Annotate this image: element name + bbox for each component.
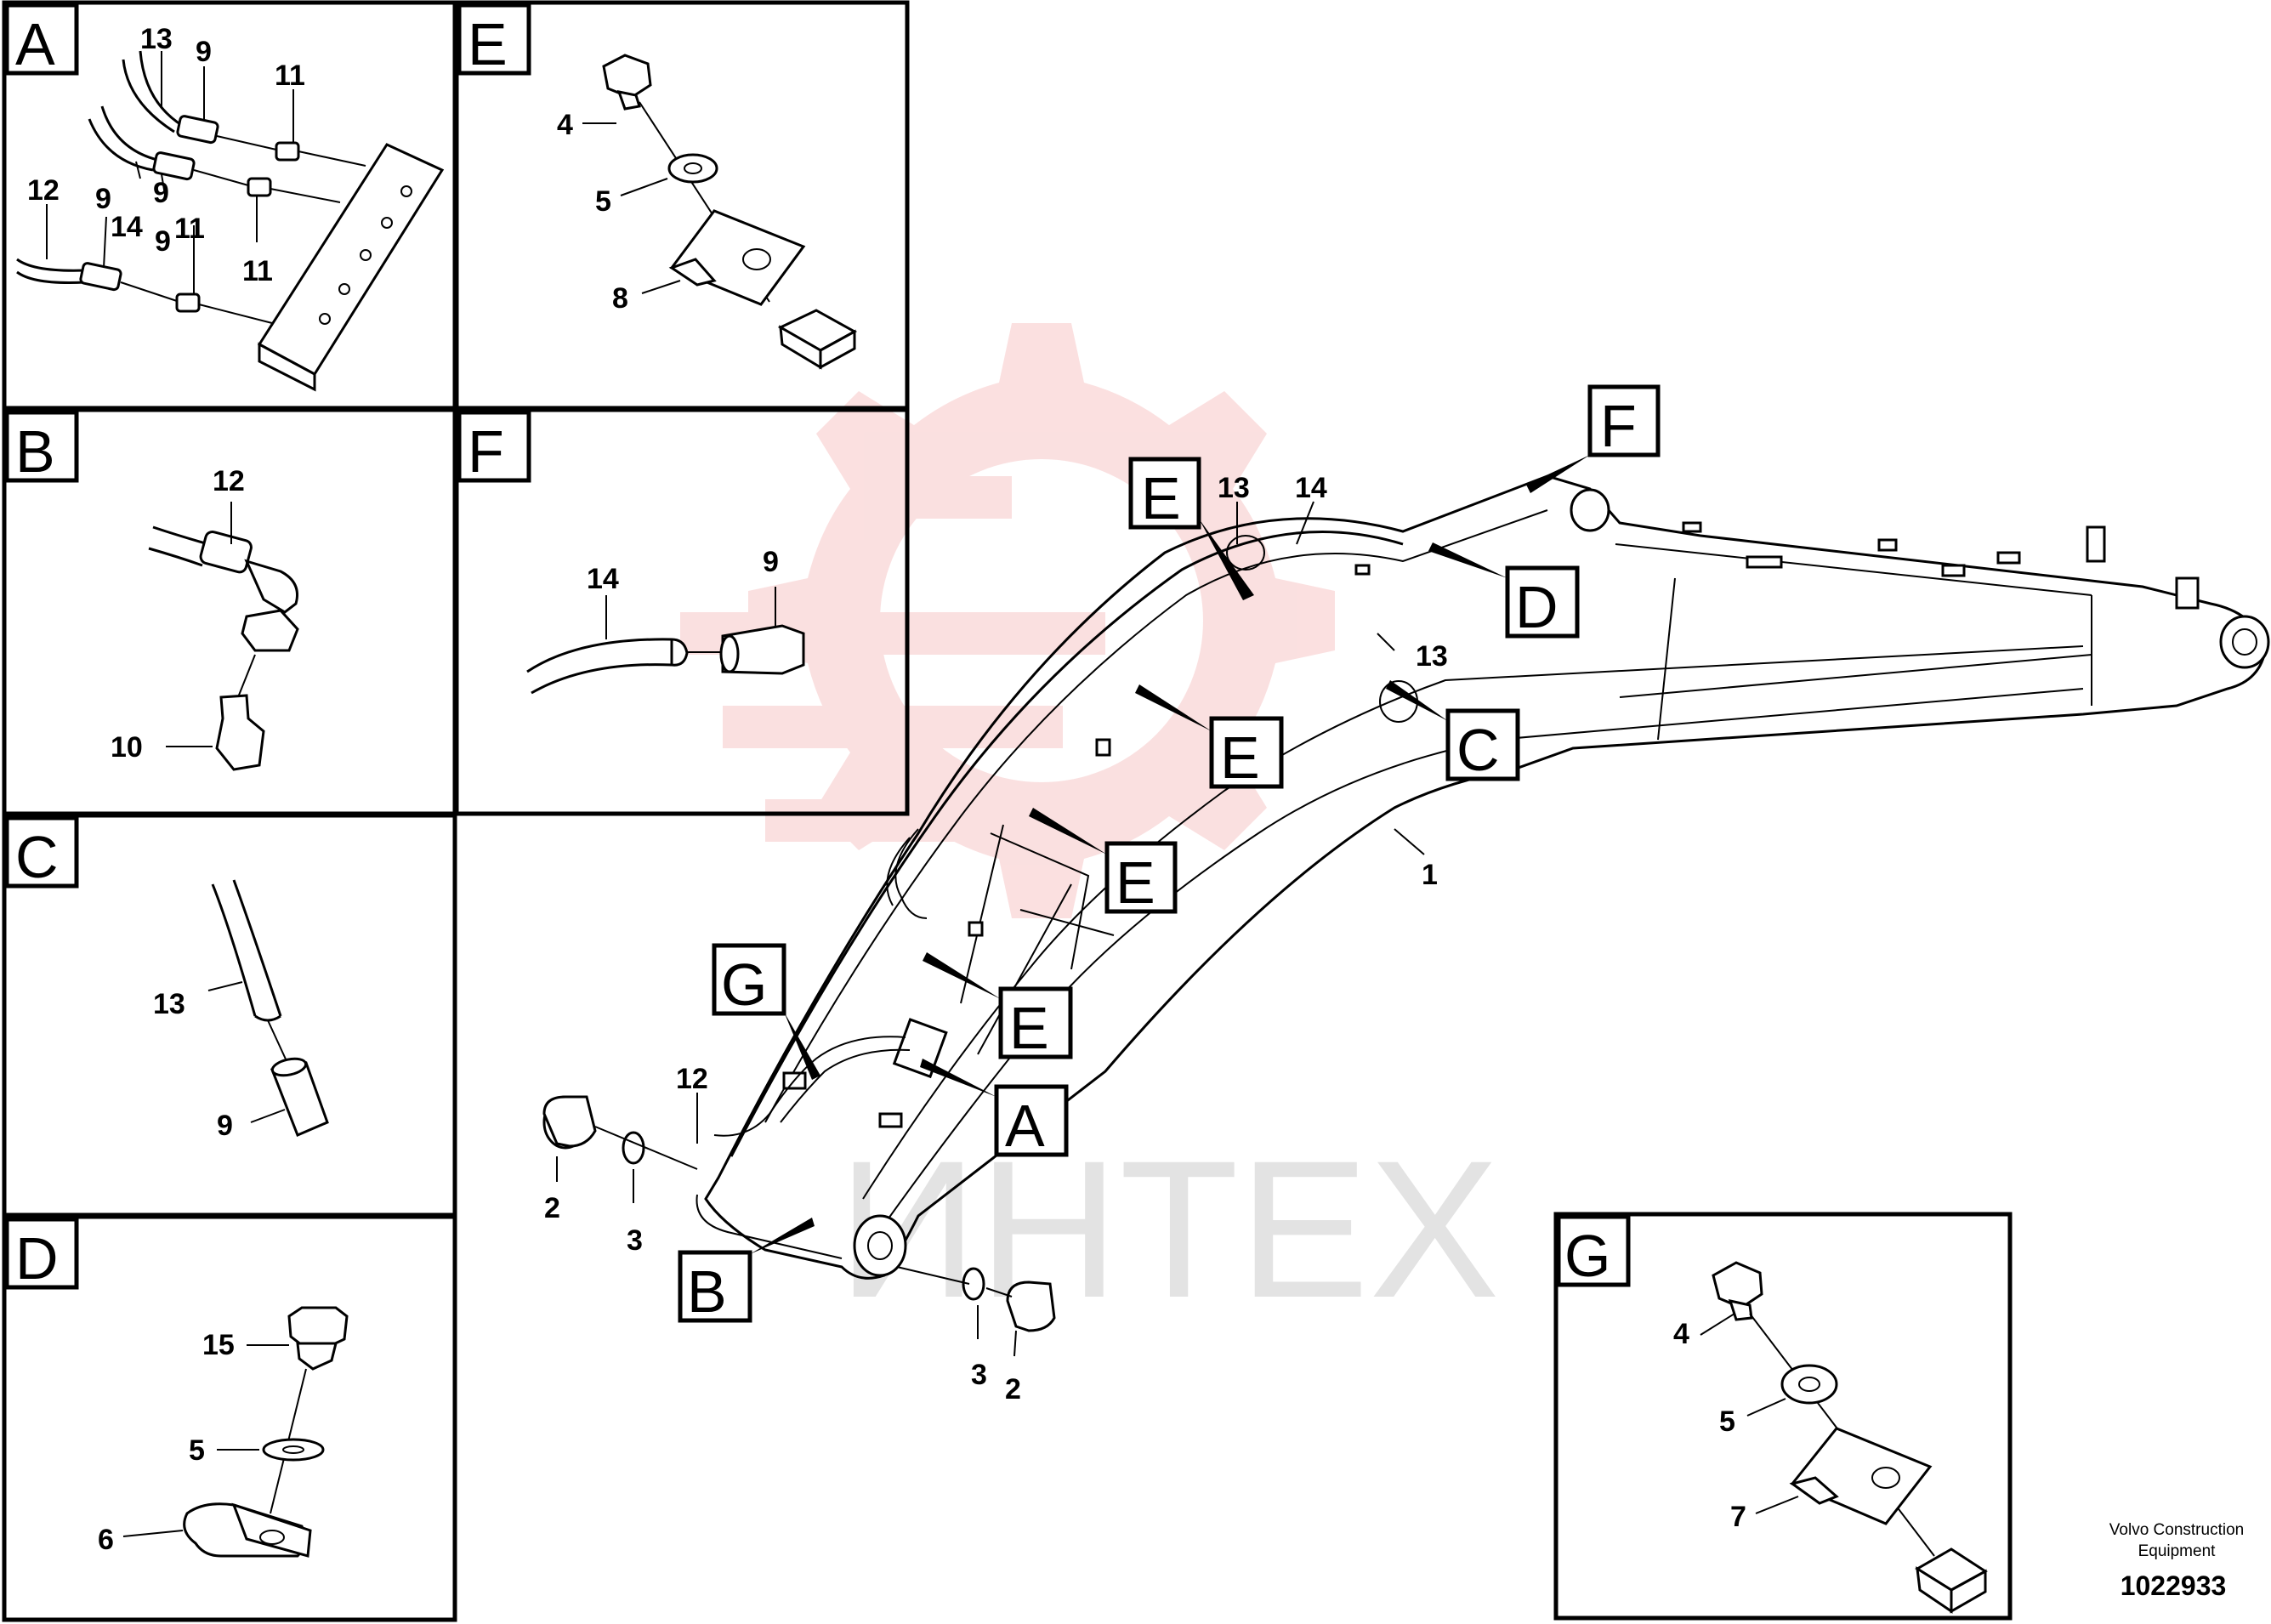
label-d-15: 15 xyxy=(202,1329,235,1361)
label-a-9c: 9 xyxy=(155,225,171,258)
label-c-13: 13 xyxy=(153,988,185,1020)
panel-letter-b: B xyxy=(15,418,55,485)
label-b-12: 12 xyxy=(213,465,245,497)
label-f-9: 9 xyxy=(763,546,779,578)
tag-g: G xyxy=(721,951,767,1018)
label-a-11c: 11 xyxy=(242,255,273,287)
main-label-3a: 3 xyxy=(627,1224,643,1257)
detail-panel-b: B 12 10 xyxy=(2,407,457,816)
main-part-labels: 13 14 13 1 12 2 3 3 2 xyxy=(544,472,1448,1405)
footer-caption-line2: Equipment xyxy=(2138,1542,2217,1560)
detail-panel-c: C 13 9 xyxy=(2,813,457,1218)
label-a-9: 9 xyxy=(196,36,212,68)
tag-f: F xyxy=(1600,393,1637,459)
main-label-12: 12 xyxy=(676,1063,708,1095)
tag-c: C xyxy=(1456,717,1500,783)
panel-letter-a: A xyxy=(15,11,55,77)
watermark-logo xyxy=(680,323,1335,918)
main-label-13a: 13 xyxy=(1218,472,1250,504)
panel-letter-f: F xyxy=(468,418,504,485)
tag-d: D xyxy=(1515,574,1558,640)
drawing-number: 1022933 xyxy=(2121,1570,2227,1601)
detail-panel-f: F 14 9 xyxy=(454,407,910,816)
tag-b: B xyxy=(687,1258,727,1325)
label-a-14: 14 xyxy=(111,211,143,243)
panel-letter-e: E xyxy=(468,11,508,77)
main-label-2a: 2 xyxy=(544,1192,560,1224)
tag-e-3: E xyxy=(1116,849,1155,916)
label-c-9: 9 xyxy=(217,1110,233,1142)
tag-e-4: E xyxy=(1009,995,1049,1061)
label-e-4: 4 xyxy=(557,109,573,141)
label-b-10: 10 xyxy=(111,731,143,764)
footer: Volvo Construction Equipment 1022933 xyxy=(2109,1521,2244,1601)
main-label-14: 14 xyxy=(1295,472,1327,504)
panel-letter-g: G xyxy=(1564,1223,1610,1289)
tag-e-2: E xyxy=(1220,724,1260,791)
label-g-4: 4 xyxy=(1673,1318,1689,1350)
label-a-11b: 11 xyxy=(174,213,205,245)
label-d-5: 5 xyxy=(189,1434,205,1467)
panel-letter-d: D xyxy=(15,1225,59,1292)
detail-panel-e: E 4 5 8 xyxy=(454,0,910,411)
main-label-2b: 2 xyxy=(1005,1373,1021,1405)
detail-panel-g: G 4 5 7 xyxy=(1553,1212,2013,1621)
label-g-7: 7 xyxy=(1730,1501,1746,1533)
panel-letter-c: C xyxy=(15,824,59,890)
tag-e-1: E xyxy=(1141,465,1181,531)
detail-panel-a: A 13 xyxy=(2,0,457,411)
main-label-13b: 13 xyxy=(1416,640,1448,673)
footer-caption-line1: Volvo Construction xyxy=(2109,1521,2244,1539)
callouts: E F D C E E E G A B xyxy=(678,384,1661,1325)
label-a-13: 13 xyxy=(140,23,173,55)
label-g-5: 5 xyxy=(1719,1405,1735,1438)
detail-panel-d: D 15 5 6 xyxy=(2,1214,457,1622)
watermark-text: ИНТЕХ xyxy=(837,1120,1500,1338)
label-d-6: 6 xyxy=(98,1524,114,1556)
label-a-12: 12 xyxy=(27,174,60,207)
tag-a: A xyxy=(1005,1093,1045,1159)
label-f-14: 14 xyxy=(587,563,619,595)
label-e-5: 5 xyxy=(595,185,611,218)
label-e-8: 8 xyxy=(612,282,628,315)
main-label-3b: 3 xyxy=(971,1359,987,1391)
main-label-1: 1 xyxy=(1422,859,1438,891)
label-a-11: 11 xyxy=(275,60,305,92)
label-a-9b: 9 xyxy=(95,183,111,215)
label-a-9d: 9 xyxy=(153,177,169,209)
